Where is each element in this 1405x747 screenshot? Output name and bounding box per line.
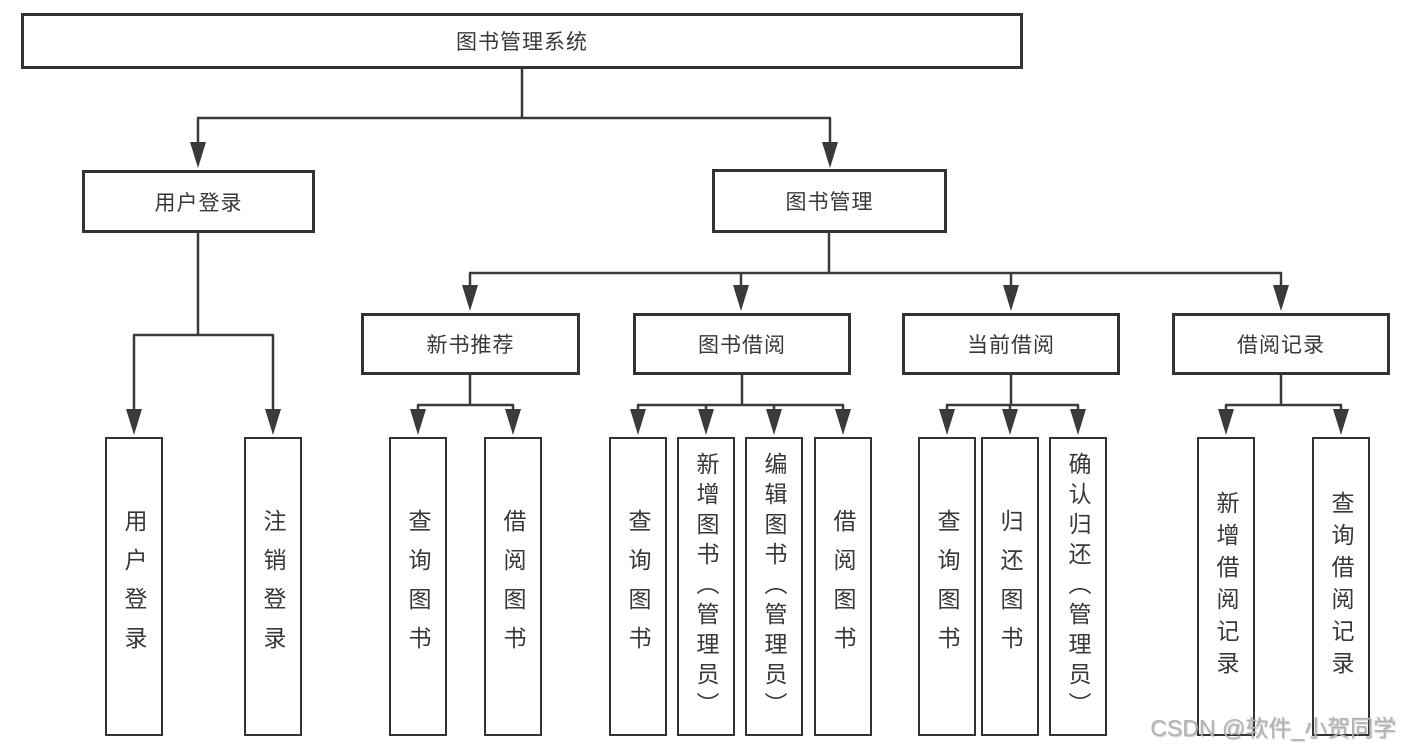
node-current-borrow-label: 当前借阅 — [967, 334, 1055, 357]
leaf-query-books-borrow-label: 查询图书 — [625, 508, 651, 665]
node-library-system-root-label: 图书管理系统 — [456, 31, 588, 54]
leaf-add-book-admin: 新增图书（管理员） — [677, 437, 735, 736]
leaf-add-borrow-record-label: 新增借阅记录 — [1213, 490, 1239, 683]
node-borrow-records: 借阅记录 — [1172, 313, 1390, 375]
node-user-login-label: 用户登录 — [154, 191, 243, 215]
node-current-borrow: 当前借阅 — [902, 313, 1120, 375]
leaf-borrow-books-recommend-label: 借阅图书 — [500, 508, 526, 665]
leaf-add-borrow-record: 新增借阅记录 — [1197, 437, 1255, 736]
leaf-query-books-current: 查询图书 — [918, 437, 976, 736]
leaf-return-book-label: 归还图书 — [997, 508, 1023, 665]
leaf-query-books-recommend: 查询图书 — [389, 437, 447, 736]
leaf-edit-book-admin: 编辑图书（管理员） — [745, 437, 803, 736]
leaf-confirm-return-admin: 确认归还（管理员） — [1049, 437, 1107, 736]
leaf-user-login: 用户登录 — [105, 437, 163, 736]
leaf-logout: 注销登录 — [244, 437, 302, 736]
leaf-confirm-return-admin-label: 确认归还（管理员） — [1065, 451, 1091, 722]
node-book-management: 图书管理 — [712, 169, 947, 233]
leaf-logout-label: 注销登录 — [260, 508, 286, 665]
leaf-user-login-label: 用户登录 — [121, 508, 147, 665]
leaf-add-book-admin-label: 新增图书（管理员） — [693, 451, 719, 722]
leaf-query-borrow-record-label: 查询借阅记录 — [1328, 490, 1354, 683]
leaf-borrow-books-recommend: 借阅图书 — [484, 437, 542, 736]
leaf-return-book: 归还图书 — [981, 437, 1039, 736]
node-library-system-root: 图书管理系统 — [21, 13, 1023, 69]
node-new-book-recommend: 新书推荐 — [361, 313, 580, 375]
leaf-borrow-books-borrow-label: 借阅图书 — [830, 508, 856, 665]
node-book-borrow: 图书借阅 — [633, 313, 851, 375]
node-new-book-recommend-label: 新书推荐 — [426, 334, 515, 357]
leaf-query-books-recommend-label: 查询图书 — [405, 508, 431, 665]
node-book-borrow-label: 图书借阅 — [698, 334, 786, 357]
node-borrow-records-label: 借阅记录 — [1237, 334, 1325, 357]
csdn-watermark: CSDN @软件_小贺同学 — [1150, 715, 1396, 741]
node-user-login: 用户登录 — [82, 170, 315, 233]
leaf-query-books-current-label: 查询图书 — [934, 508, 960, 665]
arrowheads — [126, 142, 1349, 435]
leaf-borrow-books-borrow: 借阅图书 — [814, 437, 872, 736]
leaf-edit-book-admin-label: 编辑图书（管理员） — [761, 451, 787, 722]
leaf-query-books-borrow: 查询图书 — [609, 437, 667, 736]
node-book-management-label: 图书管理 — [785, 191, 874, 214]
leaf-query-borrow-record: 查询借阅记录 — [1312, 437, 1370, 736]
